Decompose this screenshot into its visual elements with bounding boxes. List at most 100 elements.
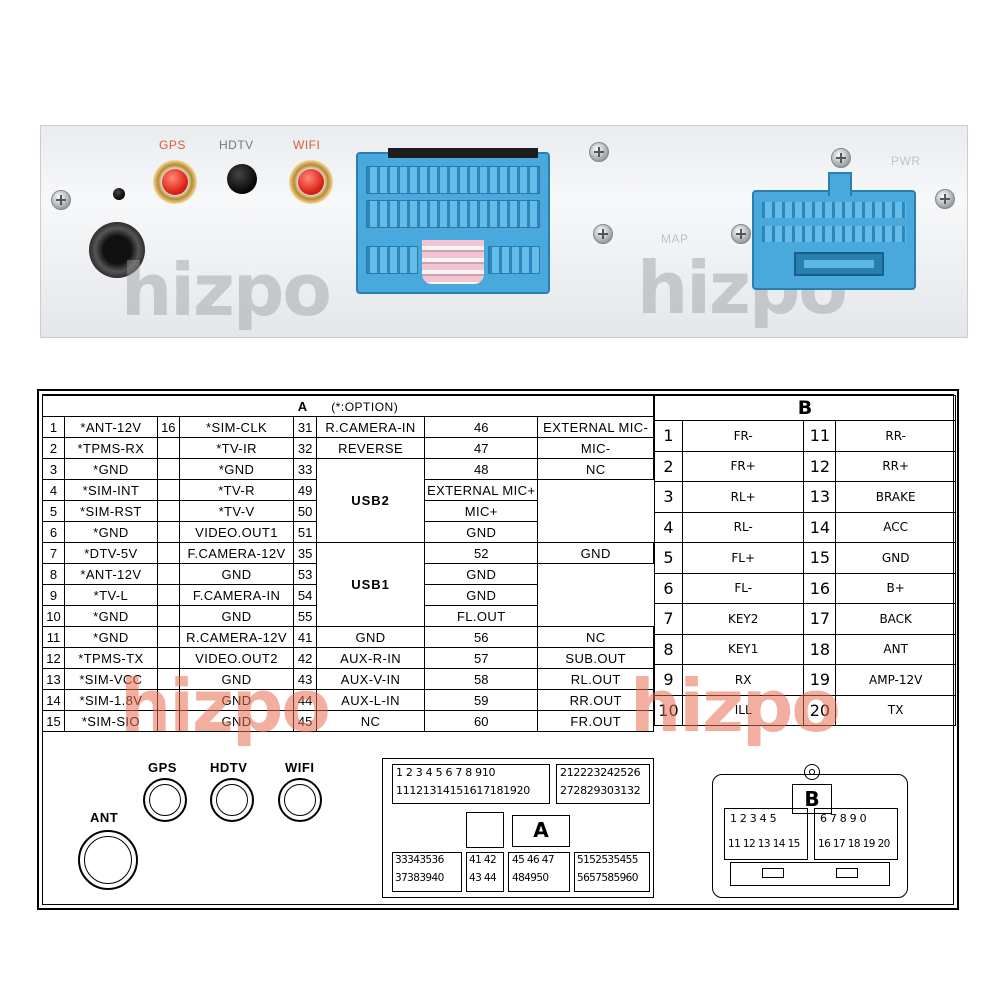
pin-label: RL-	[681, 511, 805, 543]
pin-label	[156, 521, 180, 543]
connector-b-pins: 11 12 13 14 15	[728, 838, 800, 850]
pin-label: NC	[537, 626, 654, 648]
pin-label: FL.OUT	[424, 605, 539, 627]
pin-label: GND	[178, 605, 295, 627]
gps-jack-icon	[143, 778, 187, 822]
pin-label	[156, 479, 180, 501]
pin-number: 16	[156, 416, 180, 438]
pin-label: *SIM-INT	[64, 479, 158, 501]
pin-label: GND	[424, 521, 539, 543]
wifi-photo-label: WIFI	[293, 138, 321, 152]
pin-number: 45	[293, 710, 318, 732]
screw-icon	[731, 224, 751, 244]
screw-icon	[935, 189, 955, 209]
pin-label: RR.OUT	[537, 689, 654, 711]
wifi-jack-icon	[289, 160, 333, 204]
pin-label: RR+	[835, 450, 956, 482]
connector-b-letter: B	[792, 784, 832, 814]
pin-label: FL+	[681, 542, 805, 574]
watermark: hizpo	[630, 664, 841, 748]
pin-label: BRAKE	[835, 481, 956, 513]
pin-label: F.CAMERA-IN	[178, 584, 295, 606]
connector-a-block-6	[574, 852, 650, 892]
reset-hole-icon	[113, 188, 125, 200]
pin-number: 48	[424, 458, 539, 480]
pin-label: GND	[835, 542, 956, 574]
pin-number: 49	[293, 479, 318, 501]
pin-label: *GND	[64, 521, 158, 543]
pin-number: 59	[424, 689, 539, 711]
pin-label: FL-	[681, 572, 805, 604]
gps-jack-icon	[153, 160, 197, 204]
pin-label: NC	[537, 458, 654, 480]
pin-number: 46	[424, 416, 539, 438]
pin-label: FR+	[681, 450, 805, 482]
pin-number: 60	[424, 710, 539, 732]
pin-label: *ANT-12V	[64, 563, 158, 585]
pin-number: 3	[42, 458, 65, 480]
pin-number: 19	[803, 664, 837, 696]
pin-label: *SIM-SIO	[64, 710, 158, 732]
pin-number: 41	[293, 626, 318, 648]
pin-label: ACC	[835, 511, 956, 543]
pin-number: 35	[293, 542, 318, 564]
pin-label: NC	[316, 710, 426, 732]
pin-label: ANT	[835, 633, 956, 665]
pin-label: *GND	[64, 605, 158, 627]
pin-number: 18	[803, 633, 837, 665]
pin-number: 10	[42, 605, 65, 627]
connector-b-pins: 1 2 3 4 5	[730, 812, 777, 825]
pin-label: *GND	[64, 458, 158, 480]
pin-label: *TPMS-RX	[64, 437, 158, 459]
pin-label: TX	[835, 694, 956, 726]
pin-label: RR-	[835, 420, 956, 452]
pin-label: KEY1	[681, 633, 805, 665]
pin-label: GND	[178, 710, 295, 732]
pin-number: 16	[803, 572, 837, 604]
pin-label: F.CAMERA-12V	[178, 542, 295, 564]
hdtv-jack-label: HDTV	[210, 760, 248, 775]
pin-number: 15	[803, 542, 837, 574]
pin-label: *ANT-12V	[64, 416, 158, 438]
pin-label: *DTV-5V	[64, 542, 158, 564]
pin-label	[156, 626, 180, 648]
pin-label: *TV-V	[178, 500, 295, 522]
pin-label	[156, 437, 180, 459]
pin-label: AUX-V-IN	[316, 668, 426, 690]
pin-number: 47	[424, 437, 539, 459]
pin-label: GND	[178, 563, 295, 585]
hdtv-jack-icon	[227, 164, 257, 194]
connector-a-pins: 33343536	[395, 854, 444, 866]
connector-a-block-1	[392, 764, 550, 804]
pin-label: VIDEO.OUT2	[178, 647, 295, 669]
connector-b-fuse-slot	[836, 868, 858, 878]
connector-b-fuse-slot	[762, 868, 784, 878]
section-a-header: A(*:OPTION)	[42, 395, 654, 417]
connector-a-pins: 45 46 47	[512, 854, 555, 866]
pin-label: EXTERNAL MIC+	[424, 479, 539, 501]
connector-a-photo	[356, 148, 550, 294]
pin-number: 31	[293, 416, 318, 438]
connector-a-pins: 41 42	[469, 854, 497, 866]
pin-number: 7	[42, 542, 65, 564]
pin-label: *SIM-1.8V	[64, 689, 158, 711]
pin-number: 56	[424, 626, 539, 648]
pin-number: 7	[654, 603, 683, 635]
pin-number: 17	[803, 603, 837, 635]
pin-label	[156, 563, 180, 585]
pin-label: ILL	[681, 694, 805, 726]
section-b-header: B	[654, 395, 956, 421]
pin-label: SUB.OUT	[537, 647, 654, 669]
pin-number: 13	[803, 481, 837, 513]
pin-number: 6	[42, 521, 65, 543]
